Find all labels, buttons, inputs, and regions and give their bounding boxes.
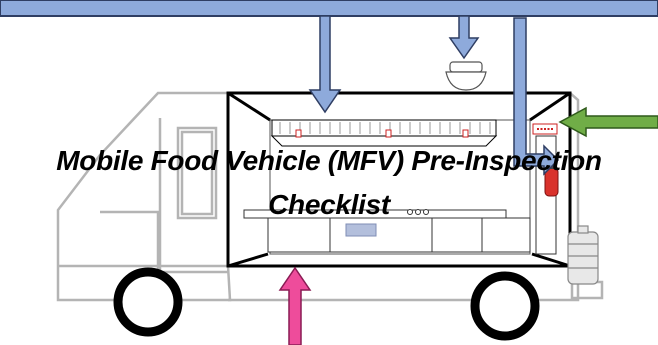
- front-wheel: [118, 272, 178, 332]
- document-title-line-2: Checklist: [0, 190, 658, 220]
- arrow-down-icon: [450, 16, 478, 58]
- rear-wheel: [475, 276, 535, 336]
- document-title-line-1: Mobile Food Vehicle (MFV) Pre-Inspection: [0, 146, 658, 176]
- arrow-left-icon: [560, 108, 658, 136]
- exit-sign-icon: [533, 124, 557, 134]
- arrow-down-icon: [310, 16, 340, 112]
- wheels: [118, 272, 535, 336]
- exhaust-hood: [272, 120, 496, 146]
- arrow-up-icon: [280, 268, 310, 345]
- propane-tank-icon: [568, 226, 598, 284]
- top-band: [0, 0, 658, 16]
- ceiling-light-icon: [446, 62, 486, 90]
